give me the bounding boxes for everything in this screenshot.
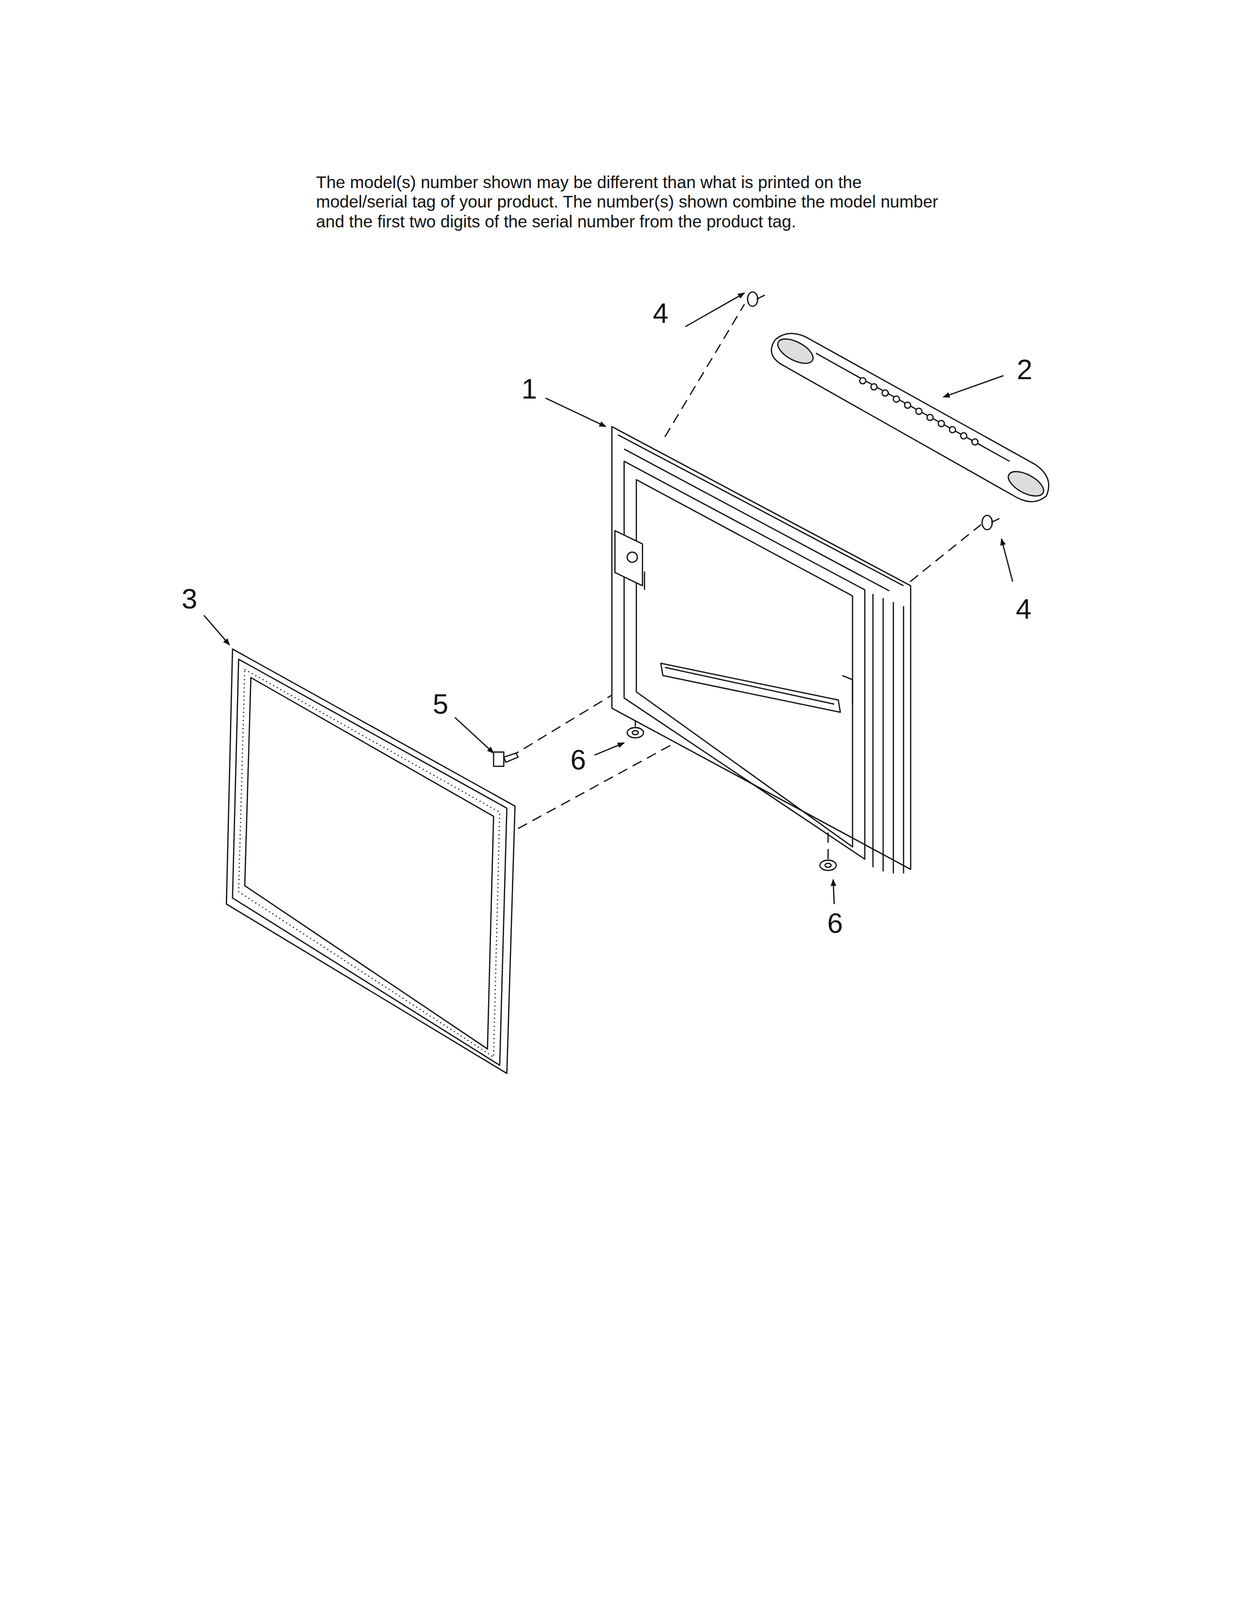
callout-number: 5: [432, 687, 449, 721]
callout-number: 6: [827, 906, 843, 940]
callout-number: 6: [570, 743, 587, 777]
callout-number: 3: [181, 582, 198, 616]
door-panel: [611, 426, 911, 874]
door-gasket: [226, 649, 515, 1074]
leader-arrow: [204, 292, 1013, 904]
callout-number: 2: [1016, 353, 1033, 386]
callout-number: 4: [1015, 592, 1032, 626]
callout-number: 1: [521, 372, 538, 406]
screw: [493, 751, 518, 766]
callout-number: 4: [652, 297, 669, 330]
door-handle: [771, 333, 1049, 502]
screw: [747, 291, 1000, 530]
washer: [627, 727, 837, 871]
model-note: The model(s) number shown may be differe…: [316, 172, 956, 232]
